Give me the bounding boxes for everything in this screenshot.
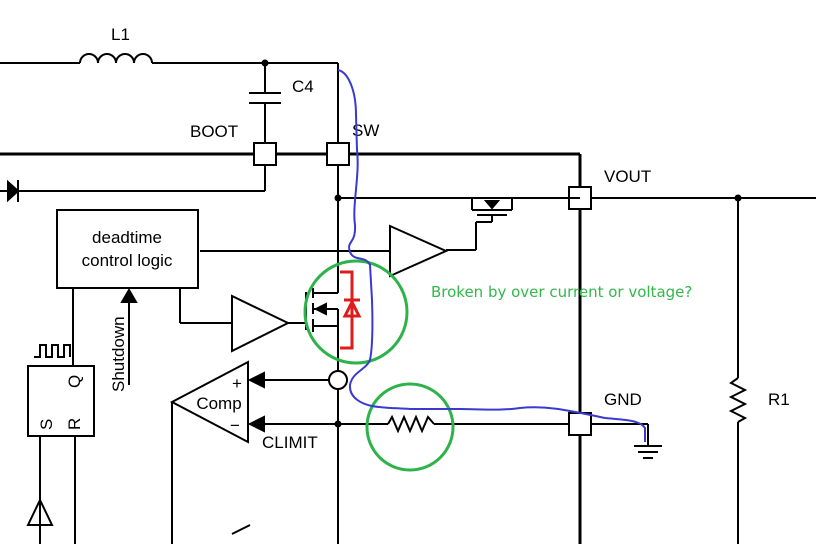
comp-plus-label: + <box>232 374 242 393</box>
vout-label: VOUT <box>604 167 651 186</box>
sr-latch: S R Q <box>27 344 95 544</box>
current-path-trace <box>337 69 646 442</box>
boot-pin <box>253 142 277 166</box>
upper-buffer <box>389 224 449 278</box>
resistor-r1 <box>728 377 748 423</box>
current-sense-node <box>328 370 348 390</box>
deadtime-label-line2: control logic <box>82 251 173 270</box>
lower-driver <box>179 288 306 353</box>
gnd-pin <box>568 412 592 436</box>
capacitor-c4 <box>249 63 281 143</box>
annotation-text: Broken by over current or voltage? <box>431 283 692 301</box>
partial-comparator-icon <box>26 497 54 526</box>
mosfet-highlight-circle <box>303 259 409 365</box>
low-side-mosfet <box>305 287 339 332</box>
comp-minus-label: − <box>230 416 240 435</box>
sw-node-wire <box>337 165 580 544</box>
comparator: Comp + − <box>169 360 249 544</box>
latch-s-label: S <box>37 419 56 430</box>
sense-resistor <box>338 414 569 434</box>
r1-label: R1 <box>768 390 790 409</box>
ground-icon <box>591 423 662 459</box>
latch-q-label: Q <box>65 375 84 388</box>
gnd-label: GND <box>604 390 642 409</box>
inductor-l1 <box>0 53 338 64</box>
comp-label: Comp <box>196 394 241 413</box>
shutdown-label: Shutdown <box>109 316 128 392</box>
ic-outline <box>0 152 582 544</box>
l1-label: L1 <box>111 25 130 44</box>
deadtime-control-block: deadtime control logic <box>56 209 199 289</box>
latch-r-label: R <box>65 418 84 430</box>
vout-wire <box>591 197 816 544</box>
output-switch <box>446 198 513 251</box>
resistor-highlight-circle <box>365 382 455 472</box>
boot-label: BOOT <box>190 122 238 141</box>
sw-label: SW <box>352 121 379 140</box>
junction-dot <box>334 194 342 202</box>
sw-pin <box>326 142 350 166</box>
deadtime-label-line1: deadtime <box>92 228 162 247</box>
climit-label: CLIMIT <box>262 433 318 452</box>
body-diode-highlight <box>340 270 362 350</box>
clock-pulse-icon <box>34 344 71 358</box>
c4-label: C4 <box>292 77 314 96</box>
shutdown-arrow <box>120 288 138 385</box>
junction-dot <box>734 194 742 202</box>
boot-diode <box>0 165 266 203</box>
comp-input-wires <box>247 371 338 433</box>
